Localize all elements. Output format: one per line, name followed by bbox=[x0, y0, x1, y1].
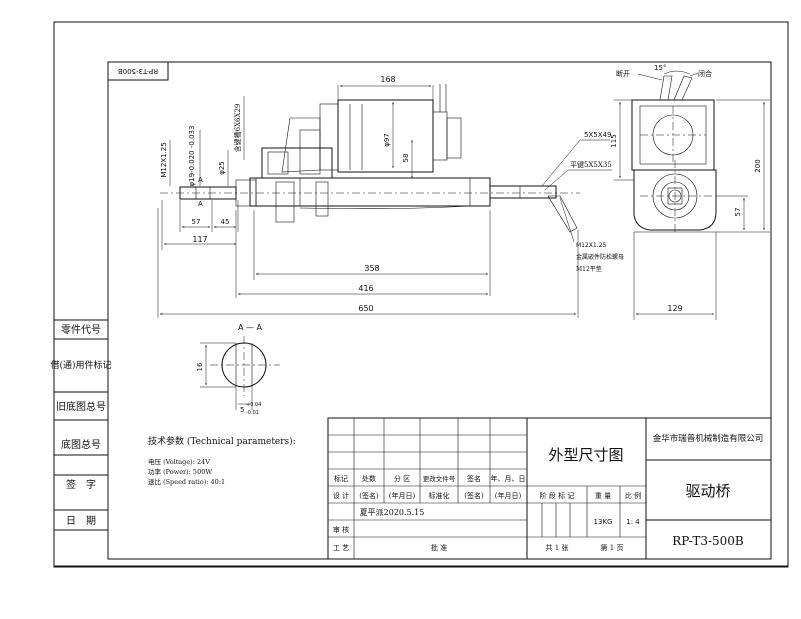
label-stage: 阶 段 标 记 bbox=[540, 491, 575, 500]
section-title: A — A bbox=[238, 323, 263, 332]
dim-58: 58 bbox=[402, 154, 410, 163]
label-process: 工 艺 bbox=[333, 544, 349, 552]
section-mark-top: A bbox=[198, 176, 203, 184]
label-design: 设 计 bbox=[333, 491, 349, 500]
standard-date: (年月日) bbox=[495, 491, 522, 500]
dim-m12: M12X1.25 bbox=[160, 142, 168, 177]
section-mark-bottom: A bbox=[198, 200, 203, 208]
col-zone: 分 区 bbox=[394, 474, 410, 483]
tech-voltage: 电压 (Voltage): 24V bbox=[148, 457, 210, 466]
tech-ratio: 速比 (Speed ratio): 40:1 bbox=[148, 477, 225, 486]
nut-lock: 金属嵌件防松螺母 bbox=[576, 253, 624, 261]
label-scale: 比 例 bbox=[625, 491, 641, 500]
side-dimensions: 断开 15° 闭合 115 200 57 129 bbox=[610, 64, 770, 320]
col-change-doc: 更改文件号 bbox=[423, 474, 456, 483]
nut-washer: M12平垫 bbox=[576, 265, 602, 273]
label-weight: 重 量 bbox=[595, 492, 611, 500]
dim-650: 650 bbox=[358, 304, 373, 313]
dim-16: 16 bbox=[196, 362, 204, 371]
col-count: 处数 bbox=[362, 474, 376, 483]
design-sign: (签名) bbox=[359, 491, 379, 500]
col-date: 年、月、日 bbox=[491, 474, 526, 483]
scale-value: 1: 4 bbox=[626, 518, 640, 526]
row-part-code: 零件代号 bbox=[61, 324, 101, 336]
col-mark: 标记 bbox=[334, 474, 348, 483]
label-lock: 闭合 bbox=[698, 69, 712, 78]
drawing-no: RP-T3-500B bbox=[672, 534, 744, 548]
design-date: (年月日) bbox=[389, 491, 416, 500]
key-5x5x35: 平键5X5X35 bbox=[570, 160, 612, 169]
brake-lever bbox=[547, 195, 578, 233]
dim-phi97: φ97 bbox=[383, 133, 391, 147]
dim-129: 129 bbox=[667, 304, 682, 313]
dim-45: 45 bbox=[221, 218, 230, 226]
dim-5: 5 bbox=[240, 406, 244, 414]
tech-heading: 技术参数 (Technical parameters): bbox=[148, 435, 296, 447]
drawing-number-mirrored: RP-T3-500B bbox=[118, 67, 158, 75]
dim-phi19: φ19-0.020 -0.033 bbox=[188, 126, 196, 187]
label-review: 审 核 bbox=[333, 525, 349, 534]
part-name: 驱动桥 bbox=[685, 482, 730, 500]
tech-power: 功率 (Power): 500W bbox=[148, 467, 212, 476]
dim-416: 416 bbox=[358, 284, 373, 293]
label-angle: 15° bbox=[654, 64, 666, 72]
sheet-number: 第 1 页 bbox=[601, 543, 624, 552]
dim-358: 358 bbox=[364, 264, 379, 273]
side-gearbox bbox=[633, 169, 717, 231]
designer-signature: 夏平派2020.5.15 bbox=[360, 508, 425, 517]
front-view bbox=[160, 84, 580, 233]
keyway-label: 含键槽6X6X29 bbox=[233, 104, 242, 153]
row-base-no: 底图总号 bbox=[61, 438, 101, 451]
front-dimensions: 168 φ97 58 含键槽6X6X29 φ19-0.020 -0.033 M1… bbox=[157, 75, 624, 318]
dim-57-side: 57 bbox=[734, 208, 742, 217]
nut-m12: M12X1.25 bbox=[576, 242, 606, 249]
dim-117: 117 bbox=[192, 235, 207, 244]
dim-168: 168 bbox=[380, 75, 395, 84]
tol-down: -0.01 bbox=[246, 410, 259, 416]
dim-115: 115 bbox=[610, 134, 618, 147]
left-column-table bbox=[54, 319, 108, 531]
key-5x5x49: 5X5X49 bbox=[584, 131, 611, 139]
row-signature: 签 字 bbox=[66, 478, 96, 491]
label-standard: 标准化 bbox=[429, 491, 450, 500]
label-unlock: 断开 bbox=[616, 69, 630, 78]
title-block-grid bbox=[327, 417, 772, 560]
reducer-housing bbox=[261, 147, 333, 179]
right-shaft bbox=[489, 185, 557, 199]
company-name: 金华市瑞普机械制造有限公司 bbox=[653, 433, 764, 444]
dim-phi25: φ25 bbox=[218, 161, 226, 175]
col-sign: 签名 bbox=[467, 474, 481, 483]
row-old-base: 旧底图总号 bbox=[56, 400, 106, 413]
outer-frame bbox=[53, 21, 789, 568]
dim-57: 57 bbox=[192, 218, 201, 226]
drawing-type: 外型尺寸图 bbox=[548, 446, 623, 464]
row-common-mark: 借(通)用件标记 bbox=[50, 359, 111, 371]
section-aa: A — A 16 5 +0.04 -0.01 bbox=[196, 323, 280, 416]
side-view bbox=[631, 75, 717, 233]
weight-value: 13KG bbox=[594, 518, 613, 526]
tol-up: +0.04 bbox=[246, 402, 261, 408]
dim-200: 200 bbox=[754, 159, 762, 172]
label-approve: 批 准 bbox=[431, 543, 447, 552]
standard-sign: (签名) bbox=[464, 491, 484, 500]
row-date: 日 期 bbox=[66, 515, 96, 527]
sheet-count: 共 1 张 bbox=[546, 543, 569, 552]
